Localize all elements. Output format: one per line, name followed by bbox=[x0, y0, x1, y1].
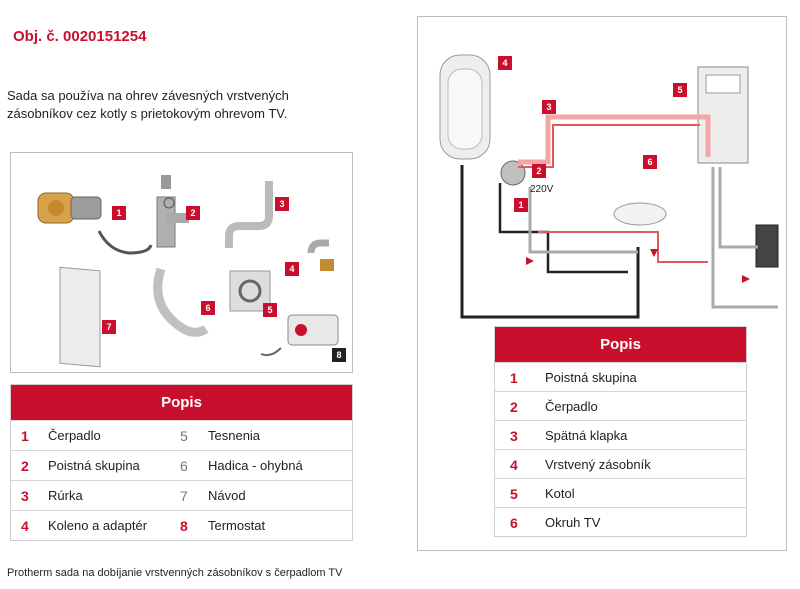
row-number: 7 bbox=[180, 488, 188, 504]
storage-tank bbox=[439, 54, 491, 160]
radiator bbox=[755, 224, 779, 268]
row-number: 1 bbox=[21, 428, 29, 444]
row-label: Hadica - ohybná bbox=[208, 458, 303, 473]
table-row: 4 Koleno a adaptér 8 Termostat bbox=[11, 510, 352, 540]
row-number: 6 bbox=[510, 515, 518, 531]
voltage-label: 220V bbox=[530, 184, 554, 195]
table-row: 5 Kotol bbox=[495, 478, 746, 507]
diagram-badge-1: 1 bbox=[514, 198, 528, 212]
diagram-badge-4: 4 bbox=[498, 56, 512, 70]
part-badge-5: 5 bbox=[263, 303, 277, 317]
row-number: 2 bbox=[510, 399, 518, 415]
table-row: 3 Spätná klapka bbox=[495, 420, 746, 449]
table-row: 1 Poistná skupina bbox=[495, 362, 746, 391]
parts-table-title: Popis bbox=[11, 385, 352, 420]
row-label: Koleno a adaptér bbox=[48, 518, 148, 533]
part-badge-4: 4 bbox=[285, 262, 299, 276]
row-number: 5 bbox=[510, 486, 518, 502]
row-number: 4 bbox=[510, 457, 518, 473]
diagram-badge-3: 3 bbox=[542, 100, 556, 114]
row-label: Kotol bbox=[545, 486, 575, 501]
row-label: Spätná klapka bbox=[545, 428, 628, 443]
row-label: Čerpadlo bbox=[48, 428, 101, 443]
pipe-part bbox=[225, 181, 273, 248]
table-row: 4 Vrstvený zásobník bbox=[495, 449, 746, 478]
caption: Protherm sada na dobíjanie vrstvenných z… bbox=[7, 567, 343, 579]
row-number: 3 bbox=[510, 428, 518, 444]
safety-group-part bbox=[156, 175, 189, 248]
diagram-badge-6: 6 bbox=[643, 155, 657, 169]
table-row: 2 Poistná skupina 6 Hadica - ohybná bbox=[11, 450, 352, 480]
sink bbox=[613, 202, 667, 226]
table-row: 6 Okruh TV bbox=[495, 507, 746, 536]
product-code: Obj. č. 0020151254 bbox=[13, 28, 147, 45]
part-badge-7: 7 bbox=[102, 320, 116, 334]
part-badge-6: 6 bbox=[201, 301, 215, 315]
row-label: Tesnenia bbox=[208, 428, 261, 443]
diagram-pump bbox=[500, 160, 526, 186]
table-row: 1 Čerpadlo 5 Tesnenia bbox=[11, 420, 352, 450]
part-badge-1: 1 bbox=[112, 206, 126, 220]
hose-part bbox=[153, 267, 209, 337]
row-number: 6 bbox=[180, 458, 188, 474]
row-label: Vrstvený zásobník bbox=[545, 457, 651, 472]
row-label: Návod bbox=[208, 488, 246, 503]
row-label: Čerpadlo bbox=[545, 399, 598, 414]
parts-illustration: 1 2 3 4 5 6 7 8 bbox=[10, 152, 353, 373]
components-table-title: Popis bbox=[495, 327, 746, 362]
schematic-drawing: 220V bbox=[439, 54, 779, 319]
row-number: 5 bbox=[180, 428, 188, 444]
row-label: Poistná skupina bbox=[545, 370, 637, 385]
table-row: 2 Čerpadlo bbox=[495, 391, 746, 420]
elbow-adapter-part bbox=[307, 239, 329, 254]
row-number: 4 bbox=[21, 518, 29, 534]
table-row: 3 Rúrka 7 Návod bbox=[11, 480, 352, 510]
manual-part bbox=[59, 266, 101, 368]
row-number: 1 bbox=[510, 370, 518, 386]
thermostat-part bbox=[260, 314, 339, 357]
row-number: 8 bbox=[180, 518, 188, 534]
row-number: 3 bbox=[21, 488, 29, 504]
components-table: Popis 1 Poistná skupina 2 Čerpadlo 3 Spä… bbox=[494, 326, 747, 537]
diagram-badge-2: 2 bbox=[532, 164, 546, 178]
part-badge-3: 3 bbox=[275, 197, 289, 211]
row-label: Okruh TV bbox=[545, 515, 601, 530]
parts-drawing bbox=[37, 175, 339, 368]
part-badge-2: 2 bbox=[186, 206, 200, 220]
row-label: Poistná skupina bbox=[48, 458, 140, 473]
pump-part bbox=[37, 192, 153, 255]
row-label: Termostat bbox=[208, 518, 266, 533]
parts-table: Popis 1 Čerpadlo 5 Tesnenia 2 Poistná sk… bbox=[10, 384, 353, 541]
row-label: Rúrka bbox=[48, 488, 83, 503]
part-badge-8: 8 bbox=[332, 348, 346, 362]
row-number: 2 bbox=[21, 458, 29, 474]
product-description: Sada sa používa na ohrev závesných vrstv… bbox=[7, 88, 289, 121]
diagram-badge-5: 5 bbox=[673, 83, 687, 97]
